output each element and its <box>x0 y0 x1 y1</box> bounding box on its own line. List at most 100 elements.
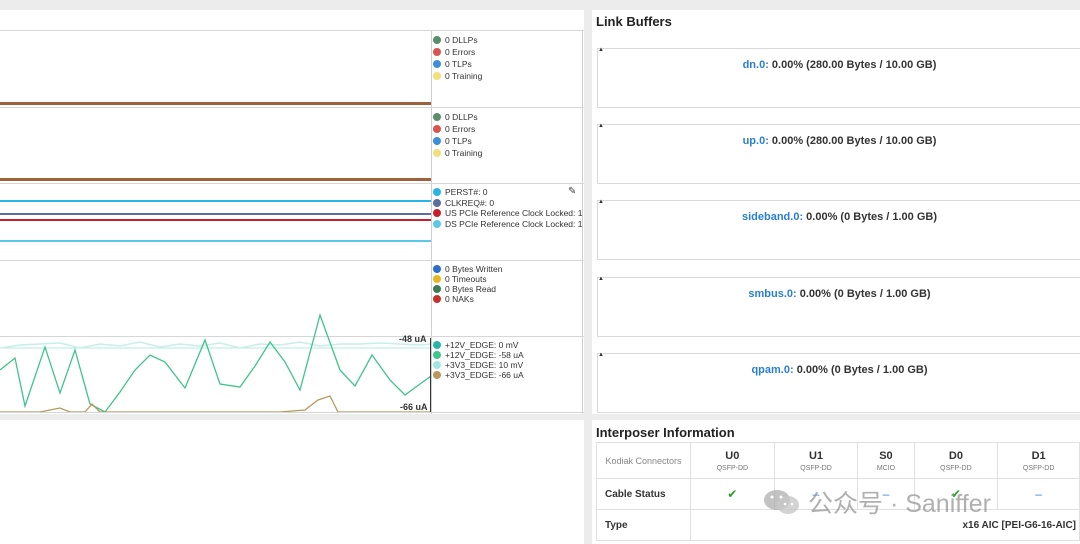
link-buffer-label: dn.0: 0.00% (280.00 Bytes / 10.00 GB) <box>598 59 1080 71</box>
graph-5-axis-bottom: -66 uA <box>400 402 428 412</box>
link-buffer-bar: ▲qpam.0: 0.00% (0 Bytes / 1.00 GB) <box>597 352 1080 413</box>
legend-label: 0 Training <box>445 148 483 158</box>
link-buffer-name[interactable]: qpam.0: <box>751 364 794 376</box>
legend-color-dot <box>433 198 441 207</box>
watermark: 公众号 · Saniffer <box>762 484 991 520</box>
graph-separator <box>0 412 584 413</box>
legend-item[interactable]: CLKREQ#: 0 <box>433 198 494 208</box>
legend-label: 0 DLLPs <box>445 35 478 45</box>
legend-item[interactable]: 0 DLLPs <box>433 112 478 122</box>
legend-label: +3V3_EDGE: -66 uA <box>445 370 524 380</box>
legend-label: +12V_EDGE: -58 uA <box>445 350 524 360</box>
legend-label: 0 TLPs <box>445 136 472 146</box>
graphs-panel <box>0 10 584 414</box>
buffer-marker-icon: ▲ <box>598 352 604 358</box>
legend-item[interactable]: US PCIe Reference Clock Locked: 1 <box>433 208 582 218</box>
graph-1-trace <box>0 102 431 105</box>
graph-right-border <box>582 30 583 414</box>
graph-3-trace-ds-clock <box>0 240 431 242</box>
graph-separator <box>0 30 584 31</box>
dash-icon: – <box>997 478 1080 510</box>
legend-item[interactable]: 0 Training <box>433 71 482 81</box>
legend-label: 0 DLLPs <box>445 112 478 122</box>
check-icon: ✔ <box>913 478 999 510</box>
buffer-marker-icon: ▲ <box>598 123 604 129</box>
legend-label: 0 Training <box>445 71 483 81</box>
legend-color-dot <box>433 60 441 68</box>
legend-color-dot <box>433 113 441 121</box>
legend-color-dot <box>433 285 441 293</box>
graph-5-y-axis <box>430 338 431 412</box>
legend-label: PERST#: 0 <box>445 187 488 197</box>
legend-item[interactable]: 0 Errors <box>433 124 475 134</box>
legend-color-dot <box>433 265 441 273</box>
legend-label: DS PCIe Reference Clock Locked: 1 <box>445 218 583 229</box>
link-buffer-name[interactable]: up.0: <box>742 135 769 147</box>
legend-item[interactable]: 0 TLPs <box>433 136 472 146</box>
graph-5-plot <box>0 312 432 412</box>
legend-color-dot <box>433 295 441 303</box>
pencil-icon[interactable]: ✎ <box>568 186 577 197</box>
type-label: Type <box>596 509 691 541</box>
legend-color-dot <box>433 219 441 228</box>
column-sub: QSFP-DD <box>940 464 972 472</box>
interposer-title: Interposer Information <box>596 425 735 440</box>
legend-item[interactable]: DS PCIe Reference Clock Locked: 1 <box>433 219 582 229</box>
legend-item[interactable]: PERST#: 0 <box>433 187 488 197</box>
column-sub: QSFP-DD <box>1022 464 1055 472</box>
link-buffer-bar: ▲ up.0: 0.00% (280.00 Bytes / 10.00 GB) <box>597 123 1080 184</box>
type-value: x16 AIC [PEI-G6-16-AIC] <box>689 509 1080 541</box>
link-buffer-name[interactable]: smbus.0: <box>748 288 797 300</box>
link-buffer-label: up.0: 0.00% (280.00 Bytes / 10.00 GB) <box>598 135 1080 147</box>
cable-status-row: Cable Status ✔ – – ✔ – <box>596 478 1080 510</box>
column-name: U0 <box>725 449 740 462</box>
legend-label: 0 Errors <box>445 47 476 57</box>
legend-label: CLKREQ#: 0 <box>445 197 495 208</box>
link-buffer-name[interactable]: dn.0: <box>742 59 769 71</box>
legend-color-dot <box>433 48 441 56</box>
column-name: D1 <box>1031 449 1046 462</box>
legend-item[interactable]: 0 Errors <box>433 47 475 57</box>
watermark-text: 公众号 · Saniffer <box>808 490 991 518</box>
dash-icon: – <box>857 478 915 510</box>
legend-item[interactable]: 0 DLLPs <box>433 35 478 45</box>
legend-color-dot <box>433 188 441 196</box>
graph-5-trace-3v3-ua <box>0 395 431 412</box>
buffer-marker-icon: ▲ <box>598 276 604 282</box>
legend-color-dot <box>433 209 441 217</box>
legend-label: 0 Bytes Read <box>445 284 497 294</box>
graph-legend-divider <box>431 30 432 414</box>
legend-color-dot <box>433 125 441 133</box>
legend-color-dot <box>433 371 441 379</box>
legend-item[interactable]: +12V_EDGE: 0 mV <box>433 340 518 350</box>
legend-item[interactable]: +3V3_EDGE: -66 uA <box>433 370 524 380</box>
legend-item[interactable]: +3V3_EDGE: 10 mV <box>433 360 523 370</box>
graph-separator <box>0 336 584 337</box>
legend-item[interactable]: 0 Timeouts <box>433 274 487 284</box>
legend-color-dot <box>433 275 441 283</box>
legend-item[interactable]: 0 Bytes Read <box>433 284 496 294</box>
legend-color-dot <box>433 351 441 359</box>
link-buffer-label: sideband.0: 0.00% (0 Bytes / 1.00 GB) <box>598 211 1080 223</box>
legend-label: 0 Errors <box>445 124 476 134</box>
legend-item[interactable]: 0 TLPs <box>433 59 472 69</box>
graph-3-trace-clkreq <box>0 213 431 215</box>
link-buffer-value: 0.00% (280.00 Bytes / 10.00 GB) <box>771 135 937 147</box>
legend-item[interactable]: 0 Training <box>433 148 482 158</box>
legend-label: 0 NAKs <box>445 294 474 304</box>
legend-item[interactable]: 0 NAKs <box>433 294 474 304</box>
buffer-marker-icon: ▲ <box>598 199 604 205</box>
graph-5-trace-12v-ua <box>0 312 432 412</box>
legend-item[interactable]: +12V_EDGE: -58 uA <box>433 350 524 360</box>
graph-separator <box>0 183 584 184</box>
legend-item[interactable]: 0 Bytes Written <box>433 264 502 274</box>
link-buffer-name[interactable]: sideband.0: <box>741 211 804 223</box>
legend-label: 0 TLPs <box>445 59 472 69</box>
legend-label: 0 Bytes Written <box>445 264 503 274</box>
legend-color-dot <box>433 361 441 369</box>
legend-color-dot <box>433 341 441 349</box>
